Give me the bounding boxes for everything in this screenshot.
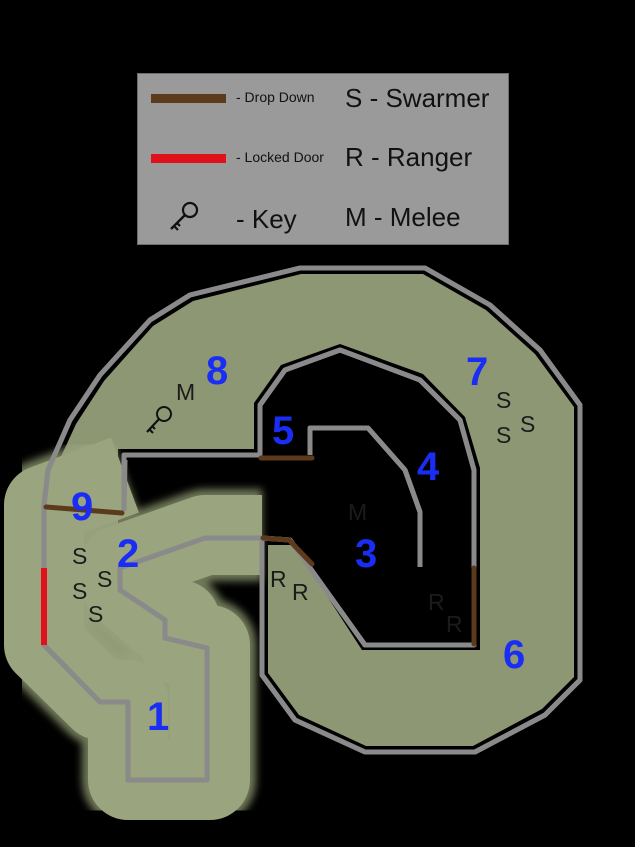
room-number-6: 6 bbox=[503, 633, 525, 677]
floor-fill bbox=[50, 274, 574, 774]
melee-label: M - Melee bbox=[345, 202, 461, 232]
enemy-ranger: R bbox=[446, 611, 463, 637]
room-number-2: 2 bbox=[117, 532, 139, 576]
enemy-swarmer: S bbox=[88, 601, 103, 627]
enemies: S S S S M R R R R S S S M bbox=[72, 379, 535, 637]
drop-down-label: - Drop Down bbox=[236, 89, 315, 105]
locked-door-label: - Locked Door bbox=[236, 149, 324, 165]
enemy-ranger: R bbox=[270, 566, 287, 592]
room-number-7: 7 bbox=[466, 350, 488, 394]
key-icon bbox=[146, 406, 172, 434]
enemy-ranger: R bbox=[292, 579, 309, 605]
room-numbers: 1 2 3 4 5 6 7 8 9 bbox=[71, 349, 525, 739]
enemy-swarmer: S bbox=[520, 411, 535, 437]
drop-down-9 bbox=[43, 504, 125, 516]
legend-panel: - Drop Down - Locked Door - Key S - Swar… bbox=[137, 73, 509, 245]
drop-down-swatch bbox=[151, 94, 226, 103]
drop-downs bbox=[43, 455, 477, 647]
enemy-swarmer: S bbox=[72, 578, 87, 604]
room-number-5: 5 bbox=[272, 409, 294, 453]
room-number-8: 8 bbox=[206, 349, 228, 393]
enemy-swarmer: S bbox=[72, 543, 87, 569]
drop-down-3 bbox=[260, 535, 292, 543]
enemy-swarmer: S bbox=[496, 387, 511, 413]
enemy-swarmer: S bbox=[97, 566, 112, 592]
room-number-3: 3 bbox=[355, 532, 377, 576]
room-number-4: 4 bbox=[417, 445, 440, 489]
swarmer-label: S - Swarmer bbox=[345, 83, 490, 113]
walls-overlay bbox=[41, 265, 583, 783]
locked-door-swatch bbox=[151, 154, 226, 163]
room-number-1: 1 bbox=[147, 695, 169, 739]
enemy-swarmer: S bbox=[496, 422, 511, 448]
enemy-ranger: R bbox=[428, 589, 445, 615]
key-label: - Key bbox=[236, 204, 297, 234]
room-number-9: 9 bbox=[71, 485, 93, 529]
key-icon bbox=[170, 201, 199, 231]
enemy-melee: M bbox=[348, 499, 367, 525]
ranger-label: R - Ranger bbox=[345, 142, 473, 172]
drop-down-3b bbox=[286, 537, 315, 567]
enemy-melee: M bbox=[176, 379, 195, 405]
